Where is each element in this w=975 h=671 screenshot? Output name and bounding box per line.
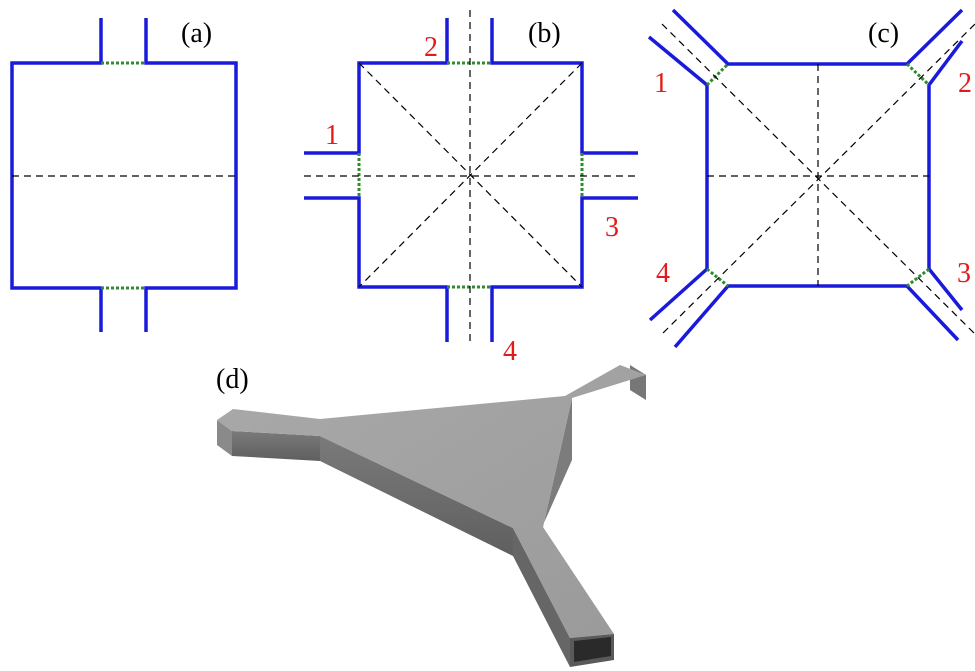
panel-c-cavity-walls [647,8,964,349]
left-arm-front-face [217,420,232,456]
panel-a-cavity-walls [10,18,238,332]
panel-c-label: (c) [868,18,899,49]
panel-b-port-number-3: 3 [605,212,619,243]
panel-c-port-4 [706,267,729,288]
panel-b-port-number-1: 1 [325,120,339,151]
panel-b-cavity-walls [304,18,638,342]
three-port-waveguide-junction [217,365,646,667]
panel-c-port-2 [905,62,931,87]
panel-b: (b) 1 2 3 4 [304,10,638,367]
panel-c: (c) 1 2 3 4 [647,8,975,349]
panel-d: (d) [216,364,646,667]
panel-b-port-number-4: 4 [503,336,517,367]
panel-b-port-number-2: 2 [424,32,438,63]
left-arm-side-face [232,431,320,461]
junction-top-surface [217,365,646,638]
panel-a-label: (a) [181,18,212,49]
bottom-arm-side-face [513,528,570,667]
panel-c-symmetry-diagonal-2 [661,23,975,335]
panel-c-port-number-1: 1 [654,68,668,99]
panel-a: (a) [10,18,238,332]
panel-b-symmetry-diagonal-2 [358,62,583,288]
panel-c-port-number-4: 4 [656,258,670,289]
panel-c-port-number-2: 2 [958,68,972,99]
waveguide-opening [574,637,611,662]
junction-side-face [320,436,513,556]
panel-b-label: (b) [528,18,561,49]
panel-d-label: (d) [216,364,249,395]
panel-c-port-number-3: 3 [957,258,971,289]
panel-c-port-1 [705,62,730,87]
